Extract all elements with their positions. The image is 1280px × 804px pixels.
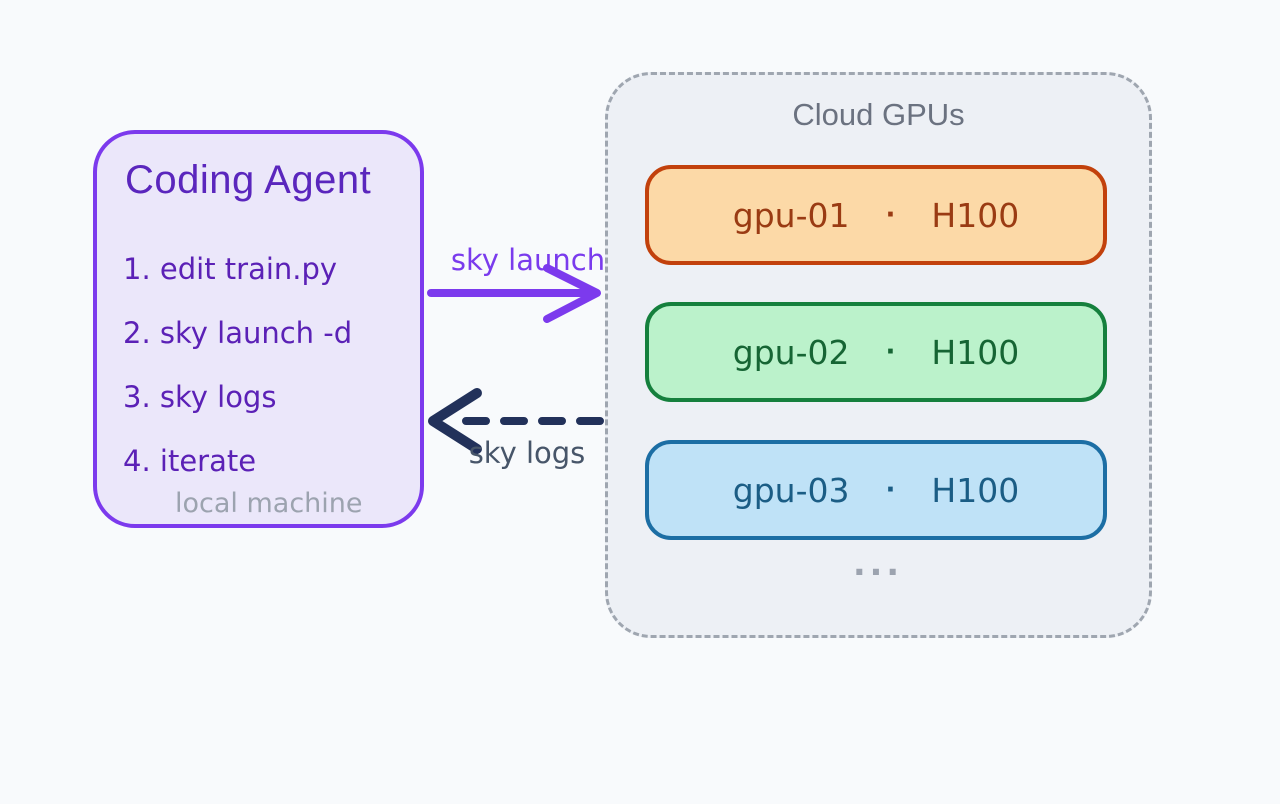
gpu-01-name: gpu-01 (732, 195, 850, 235)
cloud-gpus-container: Cloud GPUs gpu-01 · H100 gpu-02 · H100 g… (605, 72, 1152, 638)
more-gpus-ellipsis: ... (853, 537, 904, 584)
gpu-node-01: gpu-01 · H100 (645, 165, 1107, 265)
agent-step-4: 4. iterate (123, 444, 257, 478)
sky-logs-label: sky logs (468, 436, 586, 470)
local-machine-caption: local machine (175, 488, 363, 519)
gpu-02-type: H100 (931, 332, 1020, 372)
gpu-node-02: gpu-02 · H100 (645, 302, 1107, 402)
gpu-03-type: H100 (931, 470, 1020, 510)
gpu-node-03: gpu-03 · H100 (645, 440, 1107, 540)
coding-agent-title: Coding Agent (125, 158, 372, 202)
agent-step-1: 1. edit train.py (123, 252, 338, 286)
gpu-02-name: gpu-02 (732, 332, 850, 372)
sky-launch-label: sky launch (450, 243, 606, 277)
gpu-01-type: H100 (931, 195, 1020, 235)
gpu-02-separator-dot: · (885, 337, 896, 367)
agent-step-2: 2. sky launch -d (123, 316, 353, 350)
coding-agent-box: Coding Agent 1. edit train.py 2. sky lau… (93, 130, 424, 528)
cloud-gpus-title: Cloud GPUs (792, 97, 965, 132)
gpu-03-name: gpu-03 (732, 470, 850, 510)
gpu-01-separator-dot: · (885, 200, 896, 230)
gpu-03-separator-dot: · (885, 475, 896, 505)
coding-agent-steps: 1. edit train.py 2. sky launch -d 3. sky… (123, 252, 352, 478)
agent-step-3: 3. sky logs (123, 380, 277, 414)
